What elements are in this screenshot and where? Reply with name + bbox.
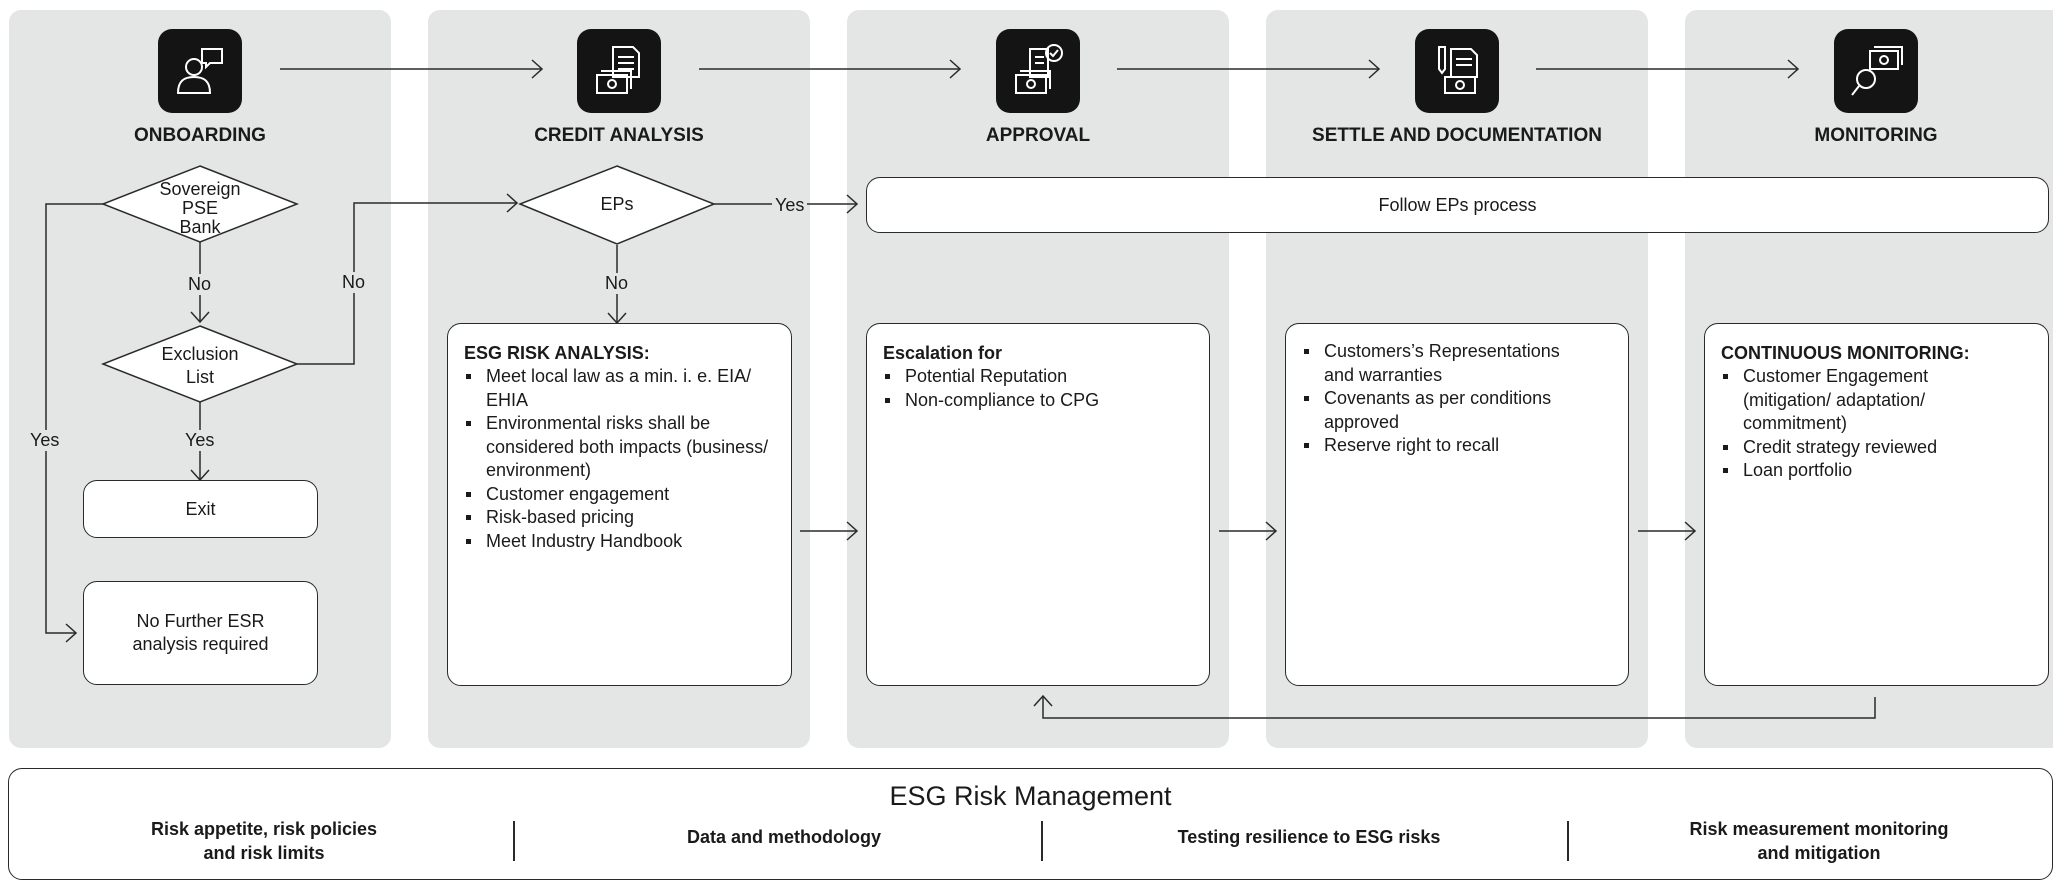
stage-title-approval: APPROVAL — [985, 125, 1091, 146]
settle-list: Customers’s Representations and warranti… — [1302, 340, 1592, 458]
label-yes-sovereign: Yes — [27, 430, 63, 451]
list-item: Meet local law as a min. i. e. EIA/ EHIA — [464, 365, 775, 412]
stage-title-monitoring: MONITORING — [1814, 125, 1938, 146]
esg-risk-analysis-list: Meet local law as a min. i. e. EIA/ EHIA… — [464, 365, 775, 553]
exit-box: Exit — [83, 480, 318, 538]
list-item: Customer Engagement (mitigation/ adaptat… — [1721, 365, 2008, 436]
decision-eps — [517, 165, 717, 245]
pillar-data-methodology: Data and methodology — [686, 827, 881, 847]
decision-sovereign-label: Sovereign PSE Bank — [159, 179, 241, 237]
person-chat-icon — [158, 29, 242, 113]
decision-eps-label: EPs — [600, 194, 634, 214]
pillar-divider — [1041, 821, 1043, 861]
decision-exclusion-label: Exclusion List — [161, 344, 239, 387]
esg-risk-analysis-title: ESG RISK ANALYSIS: — [464, 343, 650, 363]
list-item: Meet Industry Handbook — [464, 530, 775, 554]
stage-title-settle: SETTLE AND DOCUMENTATION — [1312, 125, 1602, 146]
decision-exclusion — [100, 325, 300, 403]
list-item: Environmental risks shall be considered … — [464, 412, 775, 483]
list-item: Customer engagement — [464, 483, 775, 507]
list-item: Non-compliance to CPG — [883, 389, 1193, 413]
continuous-monitoring-list: Customer Engagement (mitigation/ adaptat… — [1721, 365, 2008, 483]
magnifier-cash-icon — [1834, 29, 1918, 113]
pillar-risk-appetite: Risk appetite, risk policies and risk li… — [150, 819, 378, 863]
escalation-title: Escalation for — [883, 343, 1003, 363]
follow-eps-box: Follow EPs process — [866, 177, 2049, 233]
pillar-divider — [1567, 821, 1569, 861]
decision-sovereign — [100, 165, 300, 243]
escalation-list: Potential Reputation Non-compliance to C… — [883, 365, 1193, 412]
stage-title-credit-analysis: CREDIT ANALYSIS — [534, 125, 704, 146]
label-yes-eps: Yes — [772, 195, 808, 216]
label-no-sovereign: No — [185, 274, 215, 295]
list-item: Risk-based pricing — [464, 506, 775, 530]
label-yes-exclusion: Yes — [182, 430, 218, 451]
pillar-divider — [513, 821, 515, 861]
no-further-analysis-box: No Further ESR analysis required — [83, 581, 318, 685]
pillar-risk-measurement: Risk measurement monitoring and mitigati… — [1689, 819, 1949, 863]
list-item: Potential Reputation — [883, 365, 1193, 389]
pen-document-cash-icon — [1415, 29, 1499, 113]
esg-risk-management-title: ESG Risk Management — [889, 781, 1172, 811]
continuous-monitoring-box: CONTINUOUS MONITORING: Customer Engageme… — [1704, 323, 2049, 686]
list-item: Loan portfolio — [1721, 459, 2008, 483]
list-item: Credit strategy reviewed — [1721, 436, 2008, 460]
label-no-eps: No — [602, 273, 632, 294]
pillar-testing-resilience: Testing resilience to ESG risks — [1177, 827, 1441, 847]
esg-risk-management-panel: ESG Risk Management Risk appetite, risk … — [8, 768, 2053, 880]
stage-title-onboarding: ONBOARDING — [134, 125, 266, 146]
settle-box: Customers’s Representations and warranti… — [1285, 323, 1629, 686]
list-item: Customers’s Representations and warranti… — [1302, 340, 1592, 387]
list-item: Covenants as per conditions approved — [1302, 387, 1592, 434]
label-no-exclusion: No — [339, 272, 369, 293]
escalation-box: Escalation for Potential Reputation Non-… — [866, 323, 1210, 686]
list-item: Reserve right to recall — [1302, 434, 1592, 458]
document-cash-icon — [577, 29, 661, 113]
document-check-cash-icon — [996, 29, 1080, 113]
esg-risk-analysis-box: ESG RISK ANALYSIS: Meet local law as a m… — [447, 323, 792, 686]
continuous-monitoring-title: CONTINUOUS MONITORING: — [1721, 343, 1970, 363]
